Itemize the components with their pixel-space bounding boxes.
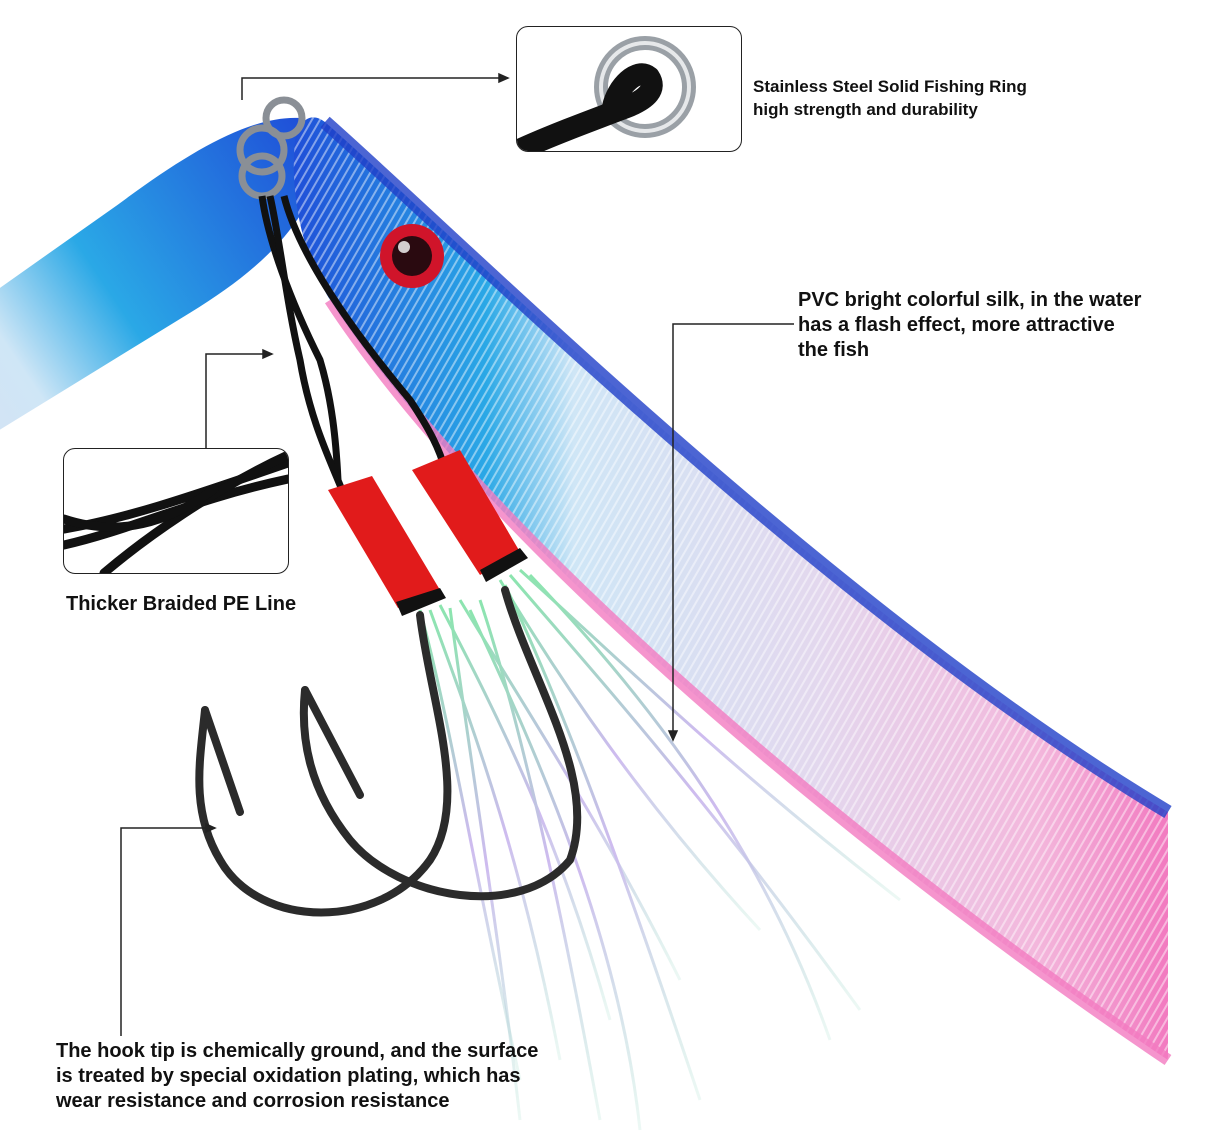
hook-wrap xyxy=(328,450,528,616)
braided-line-icon xyxy=(64,450,288,573)
pe-line-callout-text: Thicker Braided PE Line xyxy=(66,593,297,615)
arrow-hook-icon xyxy=(205,822,217,834)
jig-body xyxy=(0,117,323,811)
arrow-line-icon xyxy=(262,348,274,360)
jig-body-main xyxy=(293,116,1172,1065)
leader-line xyxy=(205,353,272,448)
leader-pvc xyxy=(672,323,794,740)
pvc-callout-text: PVC bright colorful silk, in the water h… xyxy=(798,289,1142,361)
arrow-ring-icon xyxy=(498,72,510,84)
jig-eye xyxy=(380,224,444,288)
arrow-pvc-icon xyxy=(667,730,679,742)
braided-line-closeup-inset xyxy=(63,448,289,574)
solid-ring-icon xyxy=(517,36,696,151)
leader-ring xyxy=(241,77,508,100)
ring-callout-text: Stainless Steel Solid Fishing Ring high … xyxy=(753,77,1027,119)
braided-pe-line xyxy=(258,195,449,492)
flash-skirt xyxy=(418,568,901,1131)
ring-closeup-inset xyxy=(516,26,742,152)
callout-leaders xyxy=(120,72,794,1036)
hook-callout-text: The hook tip is chemically ground, and t… xyxy=(56,1040,539,1112)
twin-hooks xyxy=(195,586,582,917)
leader-hook xyxy=(120,827,215,1036)
